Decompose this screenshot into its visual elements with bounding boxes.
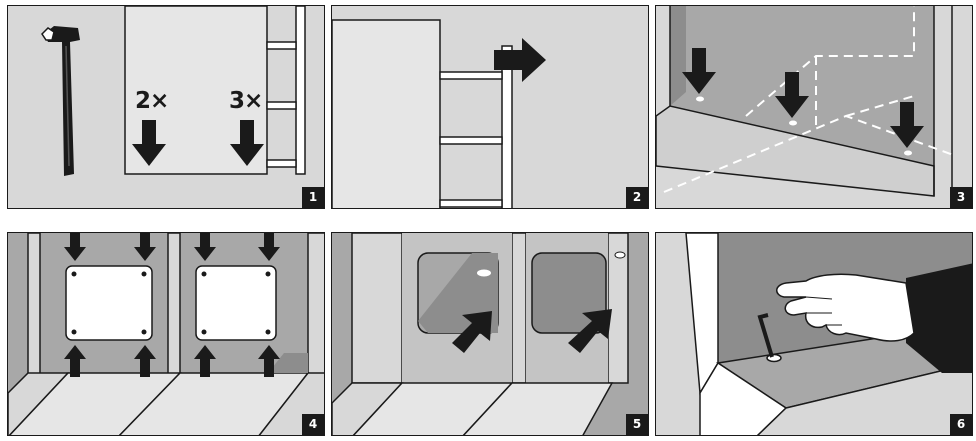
step-panel-5: 5 xyxy=(331,232,649,436)
rail xyxy=(267,6,305,174)
step-6-illustration xyxy=(656,233,973,436)
step-panel-1: 2× 3× 1 xyxy=(7,5,325,209)
screw-hole-icon xyxy=(477,270,491,277)
step-number-5: 5 xyxy=(626,414,648,435)
step-number-2: 2 xyxy=(626,187,648,208)
board xyxy=(332,20,440,209)
screw-hole-icon xyxy=(767,355,781,362)
step-number-4: 4 xyxy=(302,414,324,435)
ladder-rail xyxy=(440,46,512,209)
quantity-label-right: 3× xyxy=(229,88,262,114)
step-2-illustration xyxy=(332,6,649,209)
step-3-illustration xyxy=(656,6,973,209)
screw-hole-icon xyxy=(696,97,704,102)
screw-hole-icon xyxy=(789,121,797,126)
quantity-label-left: 2× xyxy=(135,88,168,114)
step-number-6: 6 xyxy=(950,414,972,435)
step-panel-4: 4 xyxy=(7,232,325,436)
allen-key-icon xyxy=(42,26,80,176)
step-number-3: 3 xyxy=(950,187,972,208)
step-panel-6: 6 xyxy=(655,232,973,436)
mounting-plate xyxy=(196,266,276,340)
step-panel-3: 3 xyxy=(655,5,973,209)
step-4-illustration xyxy=(8,233,325,436)
screw-hole-icon xyxy=(904,151,912,156)
step-5-illustration xyxy=(332,233,649,436)
screw-hole-icon xyxy=(615,252,625,258)
mounting-plate xyxy=(66,266,152,340)
step-number-1: 1 xyxy=(302,187,324,208)
step-panel-2: 2 xyxy=(331,5,649,209)
